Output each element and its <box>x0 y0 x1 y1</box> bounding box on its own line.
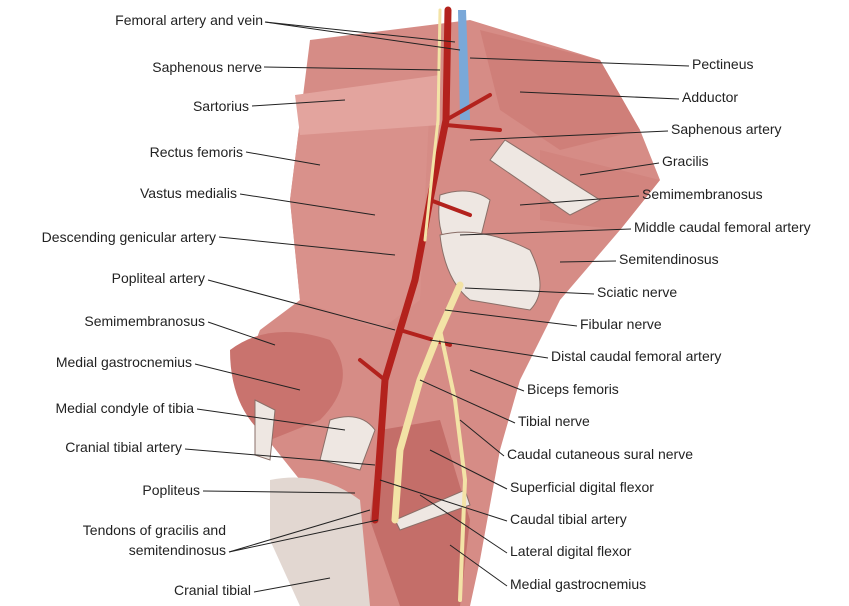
label-caudal-tibial-artery: Caudal tibial artery <box>510 511 627 527</box>
label-adductor: Adductor <box>682 89 739 105</box>
label-lateral-digital-flexor: Lateral digital flexor <box>510 543 632 559</box>
label-tendons-line1: Tendons of gracilis and <box>82 522 226 538</box>
label-saphenous-nerve: Saphenous nerve <box>152 59 262 75</box>
label-fibular-nerve: Fibular nerve <box>580 316 662 332</box>
label-medial-condyle-of-tibia: Medial condyle of tibia <box>55 400 194 416</box>
label-pectineus: Pectineus <box>692 56 754 72</box>
label-semitendinosus: Semitendinosus <box>619 251 719 267</box>
label-tendons-line2: semitendinosus <box>128 542 226 558</box>
label-gracilis: Gracilis <box>662 153 709 169</box>
label-middle-caudal-femoral-artery: Middle caudal femoral artery <box>634 219 811 235</box>
label-distal-caudal-femoral-artery: Distal caudal femoral artery <box>551 348 722 364</box>
arteries <box>358 6 502 524</box>
vein <box>458 10 470 120</box>
leader-lines <box>184 21 690 593</box>
label-descending-genicular-artery: Descending genicular artery <box>41 229 216 245</box>
label-semimembranosus-left: Semimembranosus <box>84 313 205 329</box>
label-sartorius: Sartorius <box>192 98 249 114</box>
label-popliteal-artery: Popliteal artery <box>111 270 205 286</box>
label-caudal-cutaneous-sural-nerve: Caudal cutaneous sural nerve <box>507 446 694 462</box>
label-superficial-digital-flexor: Superficial digital flexor <box>510 479 654 495</box>
label-rectus-femoris: Rectus femoris <box>149 144 243 160</box>
label-saphenous-artery: Saphenous artery <box>671 121 782 137</box>
label-popliteus: Popliteus <box>142 482 200 498</box>
label-vastus-medialis: Vastus medialis <box>139 185 237 201</box>
label-cranial-tibial: Cranial tibial <box>173 582 251 598</box>
label-sciatic-nerve: Sciatic nerve <box>597 284 678 300</box>
label-medial-gastrocnemius-left: Medial gastrocnemius <box>55 354 192 370</box>
tendons <box>254 139 602 531</box>
label-tibial-nerve: Tibial nerve <box>518 413 590 429</box>
label-medial-gastrocnemius-right: Medial gastrocnemius <box>510 576 647 592</box>
label-biceps-femoris: Biceps femoris <box>527 381 619 397</box>
label-cranial-tibial-artery: Cranial tibial artery <box>65 439 182 455</box>
label-semimembranosus-right: Semimembranosus <box>642 186 763 202</box>
label-femoral-artery-and-vein: Femoral artery and vein <box>115 12 263 28</box>
